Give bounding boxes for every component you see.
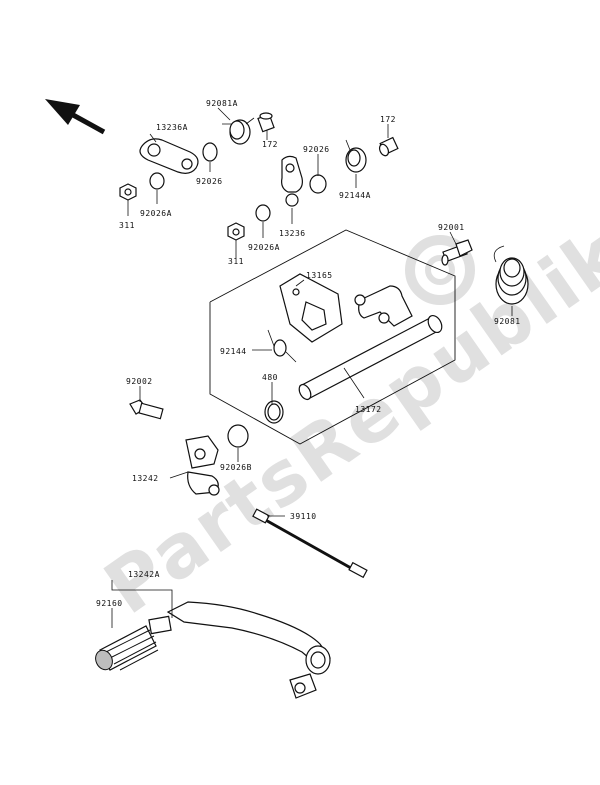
bolt-92002	[129, 399, 164, 420]
washer-92026A-2	[255, 204, 271, 222]
label-172-left: 172	[262, 140, 278, 149]
shift-arm-13236	[281, 155, 303, 207]
label-480: 480	[262, 373, 278, 382]
shaft-13172	[298, 285, 443, 401]
spring-92144	[267, 329, 297, 363]
label-172-right: 172	[380, 115, 396, 124]
label-92144: 92144	[220, 347, 247, 356]
washer-92026A	[149, 172, 165, 190]
label-92002: 92002	[126, 377, 153, 386]
front-arrow-icon	[45, 99, 106, 135]
oil-seal-480	[264, 400, 284, 424]
label-92081A: 92081A	[206, 99, 238, 108]
tie-rod-39110	[252, 508, 368, 579]
shift-pedal-13242A	[148, 601, 331, 699]
label-92026-a: 92026	[196, 177, 223, 186]
gear-icon	[405, 235, 475, 305]
washer-92026-b	[309, 174, 327, 194]
label-13242A: 13242A	[128, 570, 160, 579]
washer-92026B	[227, 424, 249, 448]
spring-92144A	[345, 139, 367, 173]
label-92160: 92160	[96, 599, 123, 608]
label-92026-b: 92026	[303, 145, 330, 154]
spring-92081	[493, 245, 529, 305]
nut-311-right	[227, 222, 245, 241]
leader-lines	[111, 107, 513, 628]
spring-92081A	[222, 117, 255, 145]
label-13236: 13236	[279, 229, 306, 238]
shift-arm-13236A	[139, 138, 199, 174]
washer-92026-a	[202, 142, 218, 162]
label-311-left: 311	[119, 221, 135, 230]
lever-13242	[185, 435, 220, 496]
label-92026A-2: 92026A	[248, 243, 280, 252]
label-92026A: 92026A	[140, 209, 172, 218]
label-13236A: 13236A	[156, 123, 188, 132]
plate-13165	[279, 273, 343, 343]
label-311-right: 311	[228, 257, 244, 266]
label-13242: 13242	[132, 474, 159, 483]
pin-172-left	[257, 112, 275, 133]
assembly-frame	[209, 229, 456, 445]
label-39110: 39110	[290, 512, 317, 521]
label-92001: 92001	[438, 223, 465, 232]
label-13172: 13172	[355, 405, 382, 414]
label-92144A: 92144A	[339, 191, 371, 200]
bolt-92001	[441, 239, 473, 266]
label-13165: 13165	[306, 271, 333, 280]
nut-311-left	[119, 183, 137, 201]
pin-172-right	[378, 136, 399, 157]
label-92026B: 92026B	[220, 463, 252, 472]
label-92081: 92081	[494, 317, 521, 326]
rubber-92160	[95, 625, 159, 671]
